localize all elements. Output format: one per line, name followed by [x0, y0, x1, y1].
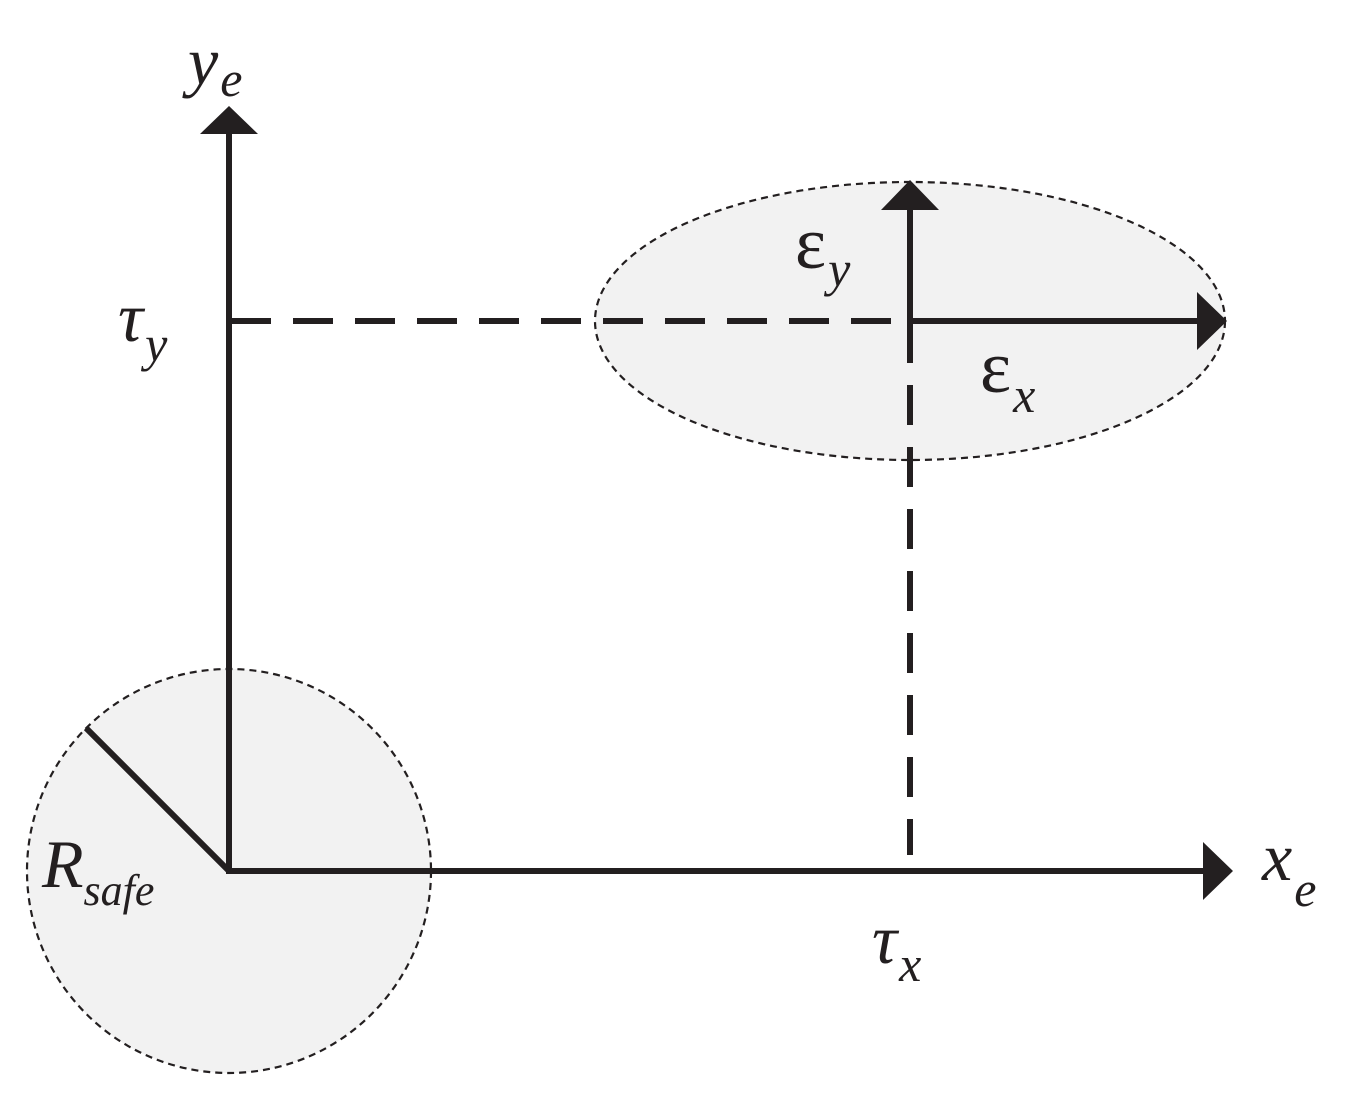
x-axis-arrowhead — [1203, 842, 1233, 900]
tau-y-label: τy — [118, 280, 168, 372]
x-axis-label: xe — [1261, 819, 1316, 917]
tau-x-label: τx — [872, 902, 921, 992]
r-safe-label: Rsafe — [41, 826, 154, 915]
eps-y-arrowhead — [881, 180, 939, 210]
y-axis-arrowhead — [200, 106, 258, 134]
eps-y-label: εy — [795, 203, 851, 297]
eps-x-arrowhead — [1197, 292, 1227, 350]
y-axis-label: ye — [182, 23, 242, 107]
eps-x-label: εx — [980, 327, 1035, 423]
safe-radius-line — [83, 725, 232, 874]
